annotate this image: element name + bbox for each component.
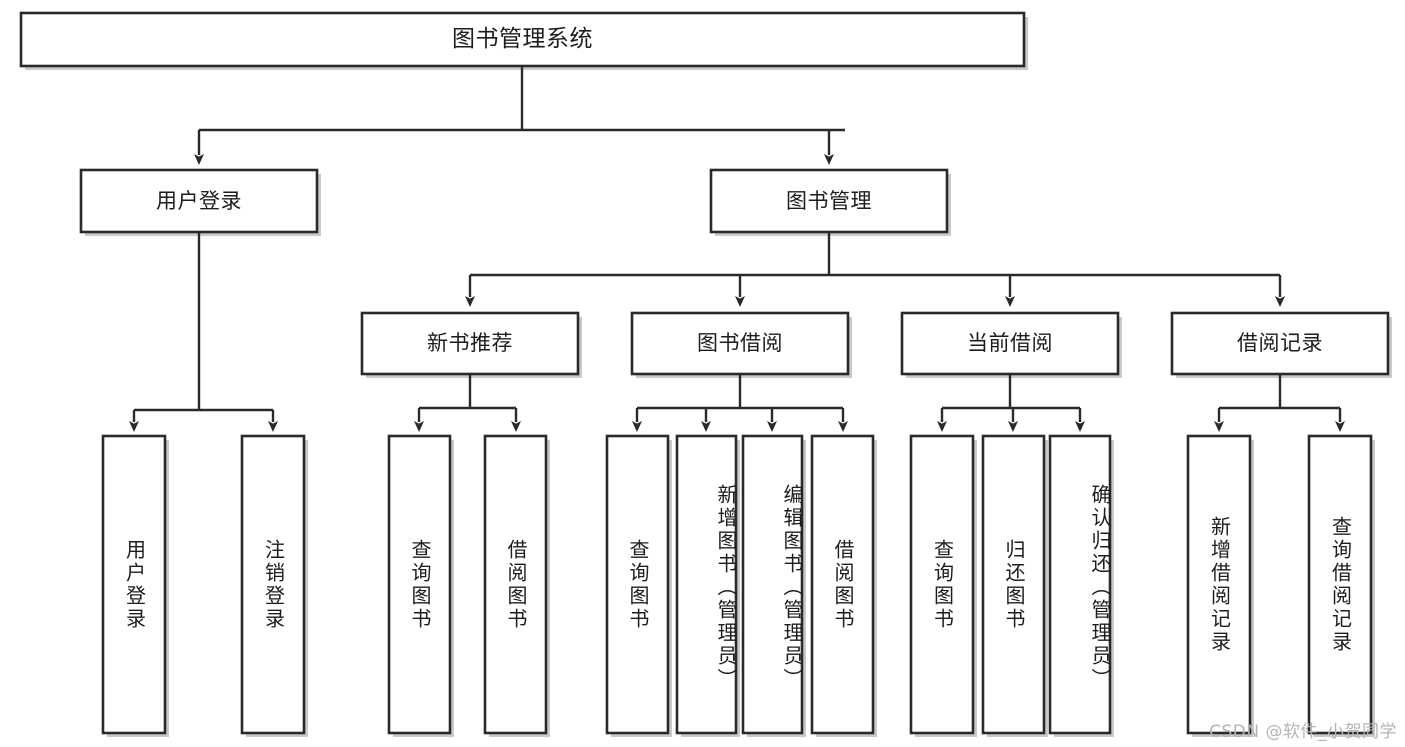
leaf-box[interactable] [483, 434, 548, 735]
connector-lines [129, 66, 1345, 432]
leaf-box[interactable] [810, 434, 875, 735]
node-boxes [19, 11, 1390, 735]
leaf-box[interactable] [909, 434, 975, 735]
node-new-book-recommend[interactable] [360, 311, 580, 376]
node-current-borrow[interactable] [900, 311, 1120, 376]
node-user-login[interactable] [79, 168, 319, 234]
node-book-management[interactable] [709, 168, 949, 234]
node-borrow-record[interactable] [1170, 311, 1390, 376]
leaf-box[interactable] [981, 434, 1046, 735]
node-book-borrow[interactable] [630, 311, 850, 376]
watermark: CSDN @软件_小贺同学 [1209, 722, 1397, 742]
leaf-box[interactable] [605, 434, 670, 735]
leaf-box[interactable] [101, 434, 167, 735]
leaf-box[interactable] [1307, 434, 1373, 735]
leaf-box[interactable] [675, 434, 738, 735]
leaf-box[interactable] [1186, 434, 1252, 735]
leaf-box[interactable] [240, 434, 306, 735]
leaf-box[interactable] [1048, 434, 1112, 735]
node-root[interactable] [19, 11, 1026, 68]
leaf-box[interactable] [741, 434, 804, 735]
leaf-box[interactable] [387, 434, 452, 735]
